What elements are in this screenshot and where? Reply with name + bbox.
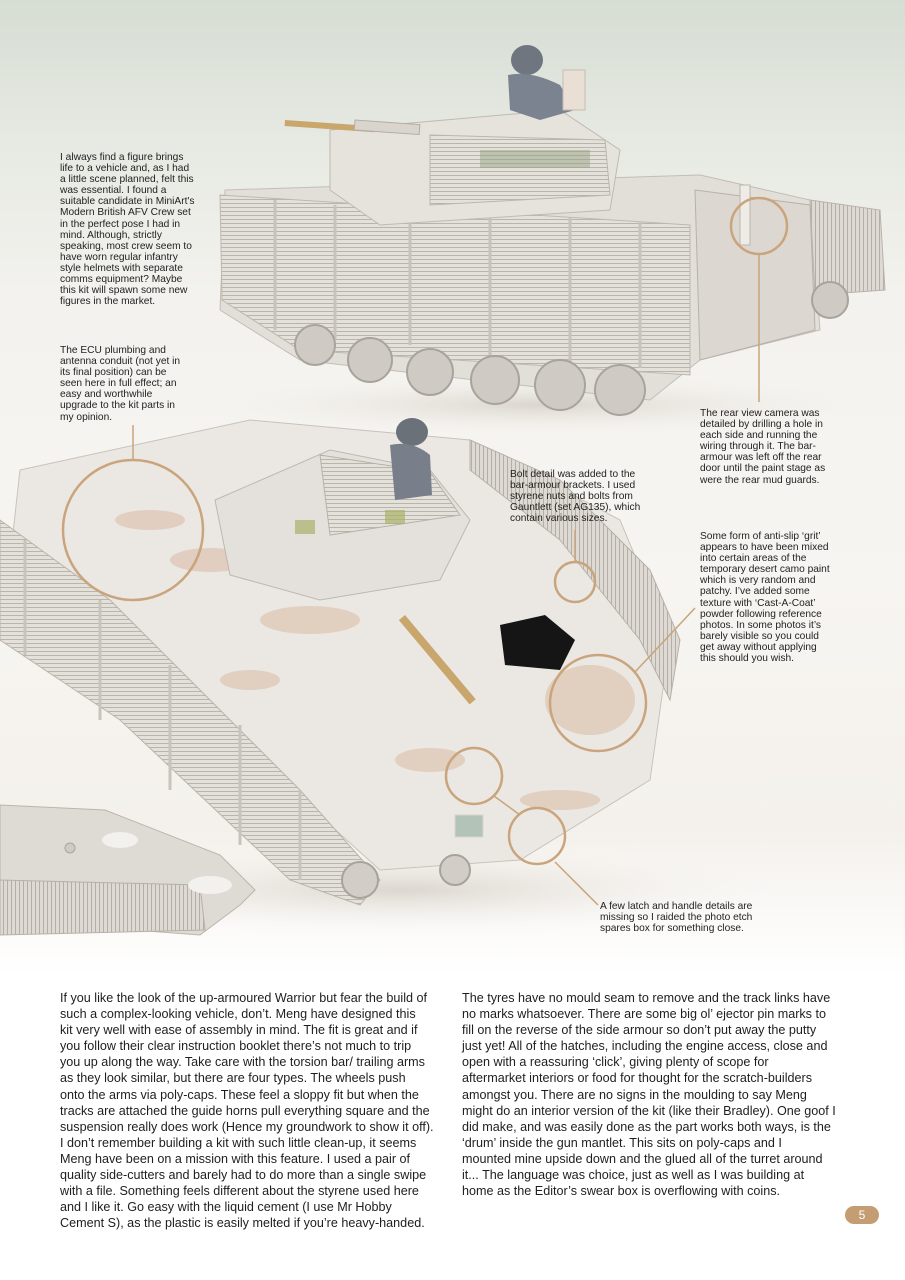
hero-photo: I always find a figure brings life to a … xyxy=(0,0,905,975)
caption-anti-slip-grit: Some form of anti-slip ‘grit’ appears to… xyxy=(700,531,830,665)
body-text-left-column: If you like the look of the up-armoured … xyxy=(60,991,434,1231)
body-text-right-column: The tyres have no mould seam to remove a… xyxy=(462,991,836,1199)
caption-figure: I always find a figure brings life to a … xyxy=(60,152,195,308)
caption-ecu-plumbing: The ECU plumbing and antenna conduit (no… xyxy=(60,345,181,423)
detached-armour-panel xyxy=(0,804,256,936)
callout-circle-latch-1 xyxy=(444,746,504,806)
upper-vehicle xyxy=(200,45,886,435)
callout-circle-latch-2 xyxy=(507,806,567,866)
caption-rear-camera: The rear view camera was detailed by dri… xyxy=(700,408,826,486)
caption-latch-handle: A few latch and handle details are missi… xyxy=(600,901,753,935)
crew-figure-upper xyxy=(508,45,586,120)
model-illustration xyxy=(0,45,886,936)
callout-circle-grit xyxy=(548,653,648,753)
crew-figure-lower xyxy=(390,418,432,500)
callouts xyxy=(61,196,789,906)
page-number-badge: 5 xyxy=(845,1206,879,1224)
caption-bolt-detail: Bolt detail was added to the bar-armour … xyxy=(510,469,641,525)
